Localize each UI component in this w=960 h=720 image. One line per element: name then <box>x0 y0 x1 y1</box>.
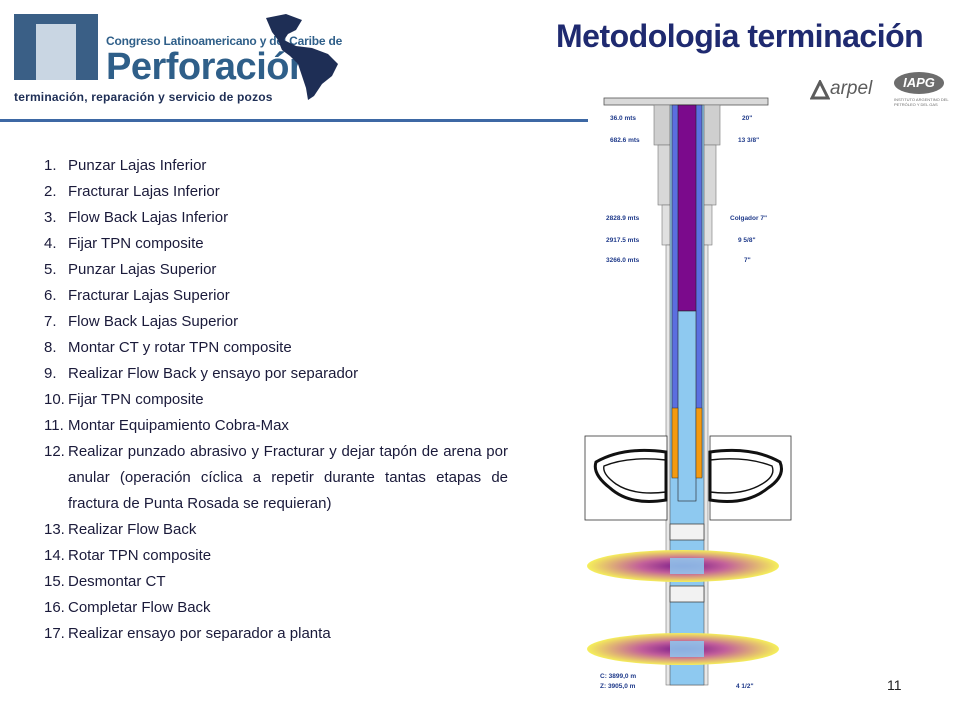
logo-wordmark: Perforación <box>106 46 312 88</box>
step-text: Desmontar CT <box>68 573 166 590</box>
step-number: 12. <box>44 443 65 460</box>
arpel-logo: arpel <box>808 76 882 102</box>
wellhead-plate <box>603 97 769 106</box>
step-item: 16.Completar Flow Back <box>38 595 508 621</box>
step-item: 10.Fijar TPN composite <box>38 387 508 413</box>
step-item: 6. Fracturar Lajas Superior <box>38 283 508 309</box>
step-number: 8. <box>44 339 57 356</box>
well-schematic: 36.0 mts 682.6 mts 2828.9 mts 2917.5 mts… <box>584 97 792 690</box>
step-number: 3. <box>44 209 57 226</box>
step-text: Fijar TPN composite <box>68 235 204 252</box>
steps-list: 1. Punzar Lajas Inferior 2. Fracturar Lajas… <box>38 153 508 647</box>
inner-string <box>677 104 697 312</box>
cross-section-right-shape-inner <box>709 458 774 494</box>
step-number: 16. <box>44 599 65 616</box>
depth-label-4: 2917.5 mts <box>606 237 640 244</box>
step-item: 8. Montar CT y rotar TPN composite <box>38 335 508 361</box>
step-text: Flow Back Lajas Superior <box>68 313 239 330</box>
step-number: 11. <box>44 417 64 434</box>
step-text: Punzar Lajas Inferior <box>68 157 207 174</box>
plug-lower <box>669 585 705 603</box>
page-title: Metodologia terminación <box>556 18 924 54</box>
size-label-1: 20" <box>742 115 752 122</box>
step-number: 15. <box>44 573 65 590</box>
step-text: Fijar TPN composite <box>68 391 204 408</box>
step-text: Realizar punzado abrasivo y Fracturar y … <box>68 443 508 512</box>
step-item: 2. Fracturar Lajas Inferior <box>38 179 508 205</box>
logo-emblem-inner <box>36 24 76 80</box>
arpel-wordmark: arpel <box>830 78 873 99</box>
step-text: Realizar ensayo por separador a planta <box>68 625 331 642</box>
step-item: 11.Montar Equipamiento Cobra-Max <box>38 413 508 439</box>
congress-logo: Congreso Latinoamericano y del Caribe de… <box>10 10 355 115</box>
step-text: Completar Flow Back <box>68 599 211 616</box>
page-number: 11 <box>887 677 902 693</box>
packer-left <box>671 407 679 479</box>
step-item: 17.Realizar ensayo por separador a plant… <box>38 621 508 647</box>
size-label-5: 7" <box>744 257 751 264</box>
step-item: 12.Realizar punzado abrasivo y Fracturar… <box>38 439 508 517</box>
plug-upper <box>669 523 705 541</box>
cross-section-right-shape <box>708 448 783 503</box>
cross-section-left <box>584 435 668 521</box>
step-number: 14. <box>44 547 65 564</box>
step-item: 7. Flow Back Lajas Superior <box>38 309 508 335</box>
step-item: 14.Rotar TPN composite <box>38 543 508 569</box>
step-text: Rotar TPN composite <box>68 547 212 564</box>
cross-section-left-shape <box>593 448 668 503</box>
liner-through-frac-1 <box>670 558 704 574</box>
step-number: 2. <box>44 183 57 200</box>
step-item: 9. Realizar Flow Back y ensayo por separa… <box>38 361 508 387</box>
step-text: Fracturar Lajas Superior <box>68 287 230 304</box>
step-number: 5. <box>44 261 57 278</box>
depth-label-1: 36.0 mts <box>610 115 636 122</box>
iapg-logo: IAPG INSTITUTO ARGENTINO DEL PETRÓLEO Y … <box>892 72 952 116</box>
header-divider <box>0 119 588 122</box>
bottom-depth-c: C: 3899,0 m <box>600 673 636 680</box>
step-number: 6. <box>44 287 57 304</box>
step-text: Punzar Lajas Superior <box>68 261 217 278</box>
step-number: 1. <box>44 157 57 174</box>
depth-label-2: 682.6 mts <box>610 137 640 144</box>
step-item: 15.Desmontar CT <box>38 569 508 595</box>
iapg-caption: INSTITUTO ARGENTINO DEL PETRÓLEO Y DEL G… <box>894 97 949 107</box>
step-text: Realizar Flow Back y ensayo por separado… <box>68 365 359 382</box>
arpel-mark-icon <box>810 80 830 100</box>
step-text: Realizar Flow Back <box>68 521 197 538</box>
size-label-2: 13 3/8" <box>738 137 759 144</box>
step-item: 5. Punzar Lajas Superior <box>38 257 508 283</box>
step-number: 9. <box>44 365 57 382</box>
step-number: 4. <box>44 235 57 252</box>
coiled-tubing <box>677 310 697 502</box>
step-number: 17. <box>44 625 65 642</box>
step-text: Flow Back Lajas Inferior <box>68 209 229 226</box>
cross-section-left-shape-inner <box>603 458 667 494</box>
liner-through-frac-2 <box>670 641 704 657</box>
step-number: 10. <box>44 391 65 408</box>
step-number: 7. <box>44 313 57 330</box>
step-text: Montar Equipamiento Cobra-Max <box>68 417 289 434</box>
depth-label-5: 3266.0 mts <box>606 257 640 264</box>
step-item: 1. Punzar Lajas Inferior <box>38 153 508 179</box>
logo-tagline: terminación, reparación y servicio de po… <box>14 90 273 104</box>
step-text: Montar CT y rotar TPN composite <box>68 339 292 356</box>
bottom-size: 4 1/2" <box>736 683 754 690</box>
step-item: 3. Flow Back Lajas Inferior <box>38 205 508 231</box>
step-item: 4. Fijar TPN composite <box>38 231 508 257</box>
bottom-depth-z: Z: 3905,0 m <box>600 683 636 690</box>
step-number: 13. <box>44 521 65 538</box>
packer-right <box>695 407 703 479</box>
depth-label-3: 2828.9 mts <box>606 215 640 222</box>
americas-map-icon <box>266 14 338 100</box>
size-label-4: 9 5/8" <box>738 237 756 244</box>
step-text: Fracturar Lajas Inferior <box>68 183 220 200</box>
step-item: 13.Realizar Flow Back <box>38 517 508 543</box>
size-label-3: Colgador 7" <box>730 215 767 222</box>
iapg-mark: IAPG <box>894 72 944 94</box>
